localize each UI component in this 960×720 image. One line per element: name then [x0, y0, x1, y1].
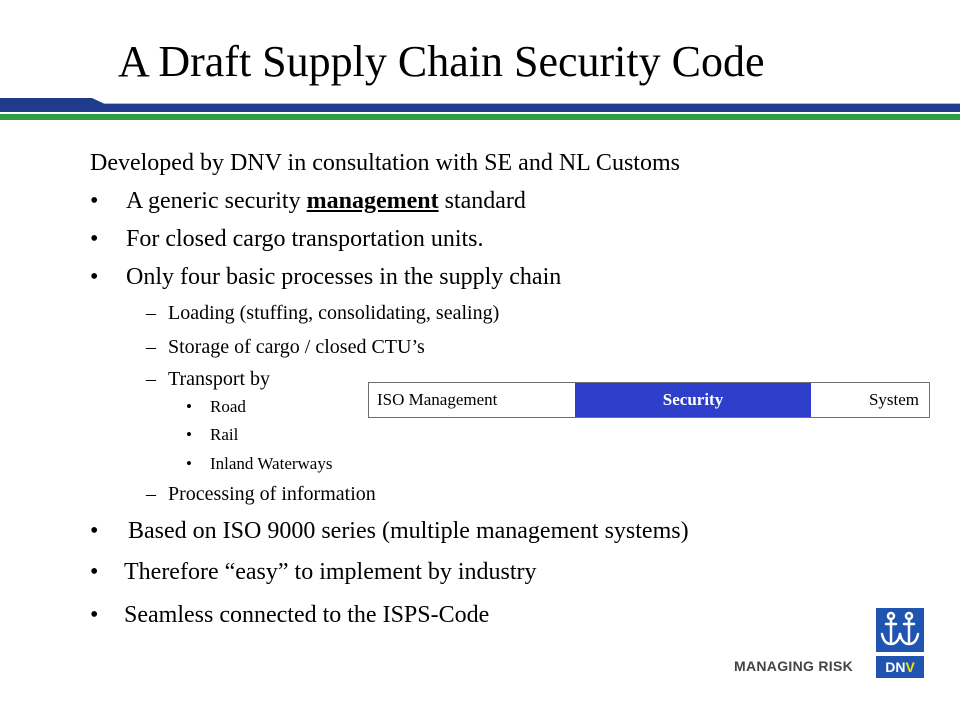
title-rule-green: [0, 114, 960, 120]
dnv-badge: DNV: [876, 656, 924, 678]
process-information: Processing of information: [168, 483, 376, 505]
bullet-marker: •: [90, 226, 99, 252]
bullet-item-management-standard: A generic security management standard: [126, 186, 526, 216]
title-rule-blue: [0, 98, 960, 112]
slide-title: A Draft Supply Chain Security Code: [118, 37, 765, 86]
bullet-marker: •: [90, 264, 99, 290]
bullet-marker: •: [90, 602, 99, 628]
process-transport: Transport by: [168, 368, 271, 390]
process-storage: Storage of cargo / closed CTU’s: [168, 336, 425, 358]
managing-risk-tagline: MANAGING RISK: [734, 658, 854, 674]
transport-road: Road: [210, 397, 246, 416]
isms-left-label: ISO Management: [377, 390, 498, 409]
dash-marker: –: [146, 483, 156, 505]
dash-marker: –: [146, 368, 156, 390]
isms-right-label: System: [868, 390, 919, 409]
dnv-logo: MANAGING RISK DNV: [734, 608, 926, 682]
anchor-emblem-icon: [876, 608, 924, 652]
badge-letter-v: V: [905, 659, 915, 675]
emphasized-word: management: [306, 188, 439, 214]
bullet-item-easy-implement: Therefore “easy” to implement by industr…: [124, 559, 537, 585]
dash-marker: –: [146, 336, 156, 358]
iso-security-system-box: ISO Management Security System: [368, 382, 930, 418]
dash-marker: –: [146, 302, 156, 324]
bullet-item-isps-code: Seamless connected to the ISPS-Code: [124, 602, 490, 628]
item-post: standard: [438, 188, 526, 214]
bullet-item-closed-cargo: For closed cargo transportation units.: [126, 226, 484, 252]
item-pre: A generic security: [126, 188, 307, 214]
isms-security-label: Security: [575, 383, 811, 417]
bullet-marker: •: [186, 425, 192, 444]
bullet-marker: •: [90, 559, 99, 585]
bullet-marker: •: [90, 188, 99, 214]
anchor-icon: [880, 611, 920, 646]
intro-text: Developed by DNV in consultation with SE…: [90, 150, 680, 176]
process-loading: Loading (stuffing, consolidating, sealin…: [168, 302, 500, 324]
bullet-marker: •: [90, 518, 99, 544]
bullet-marker: •: [186, 397, 192, 416]
bullet-item-four-processes: Only four basic processes in the supply …: [126, 264, 562, 290]
bullet-marker: •: [186, 454, 192, 473]
transport-inland-waterways: Inland Waterways: [210, 454, 333, 473]
bullet-item-iso-9000: Based on ISO 9000 series (multiple manag…: [128, 518, 689, 544]
transport-rail: Rail: [210, 425, 239, 444]
badge-letters: DN: [885, 659, 906, 675]
